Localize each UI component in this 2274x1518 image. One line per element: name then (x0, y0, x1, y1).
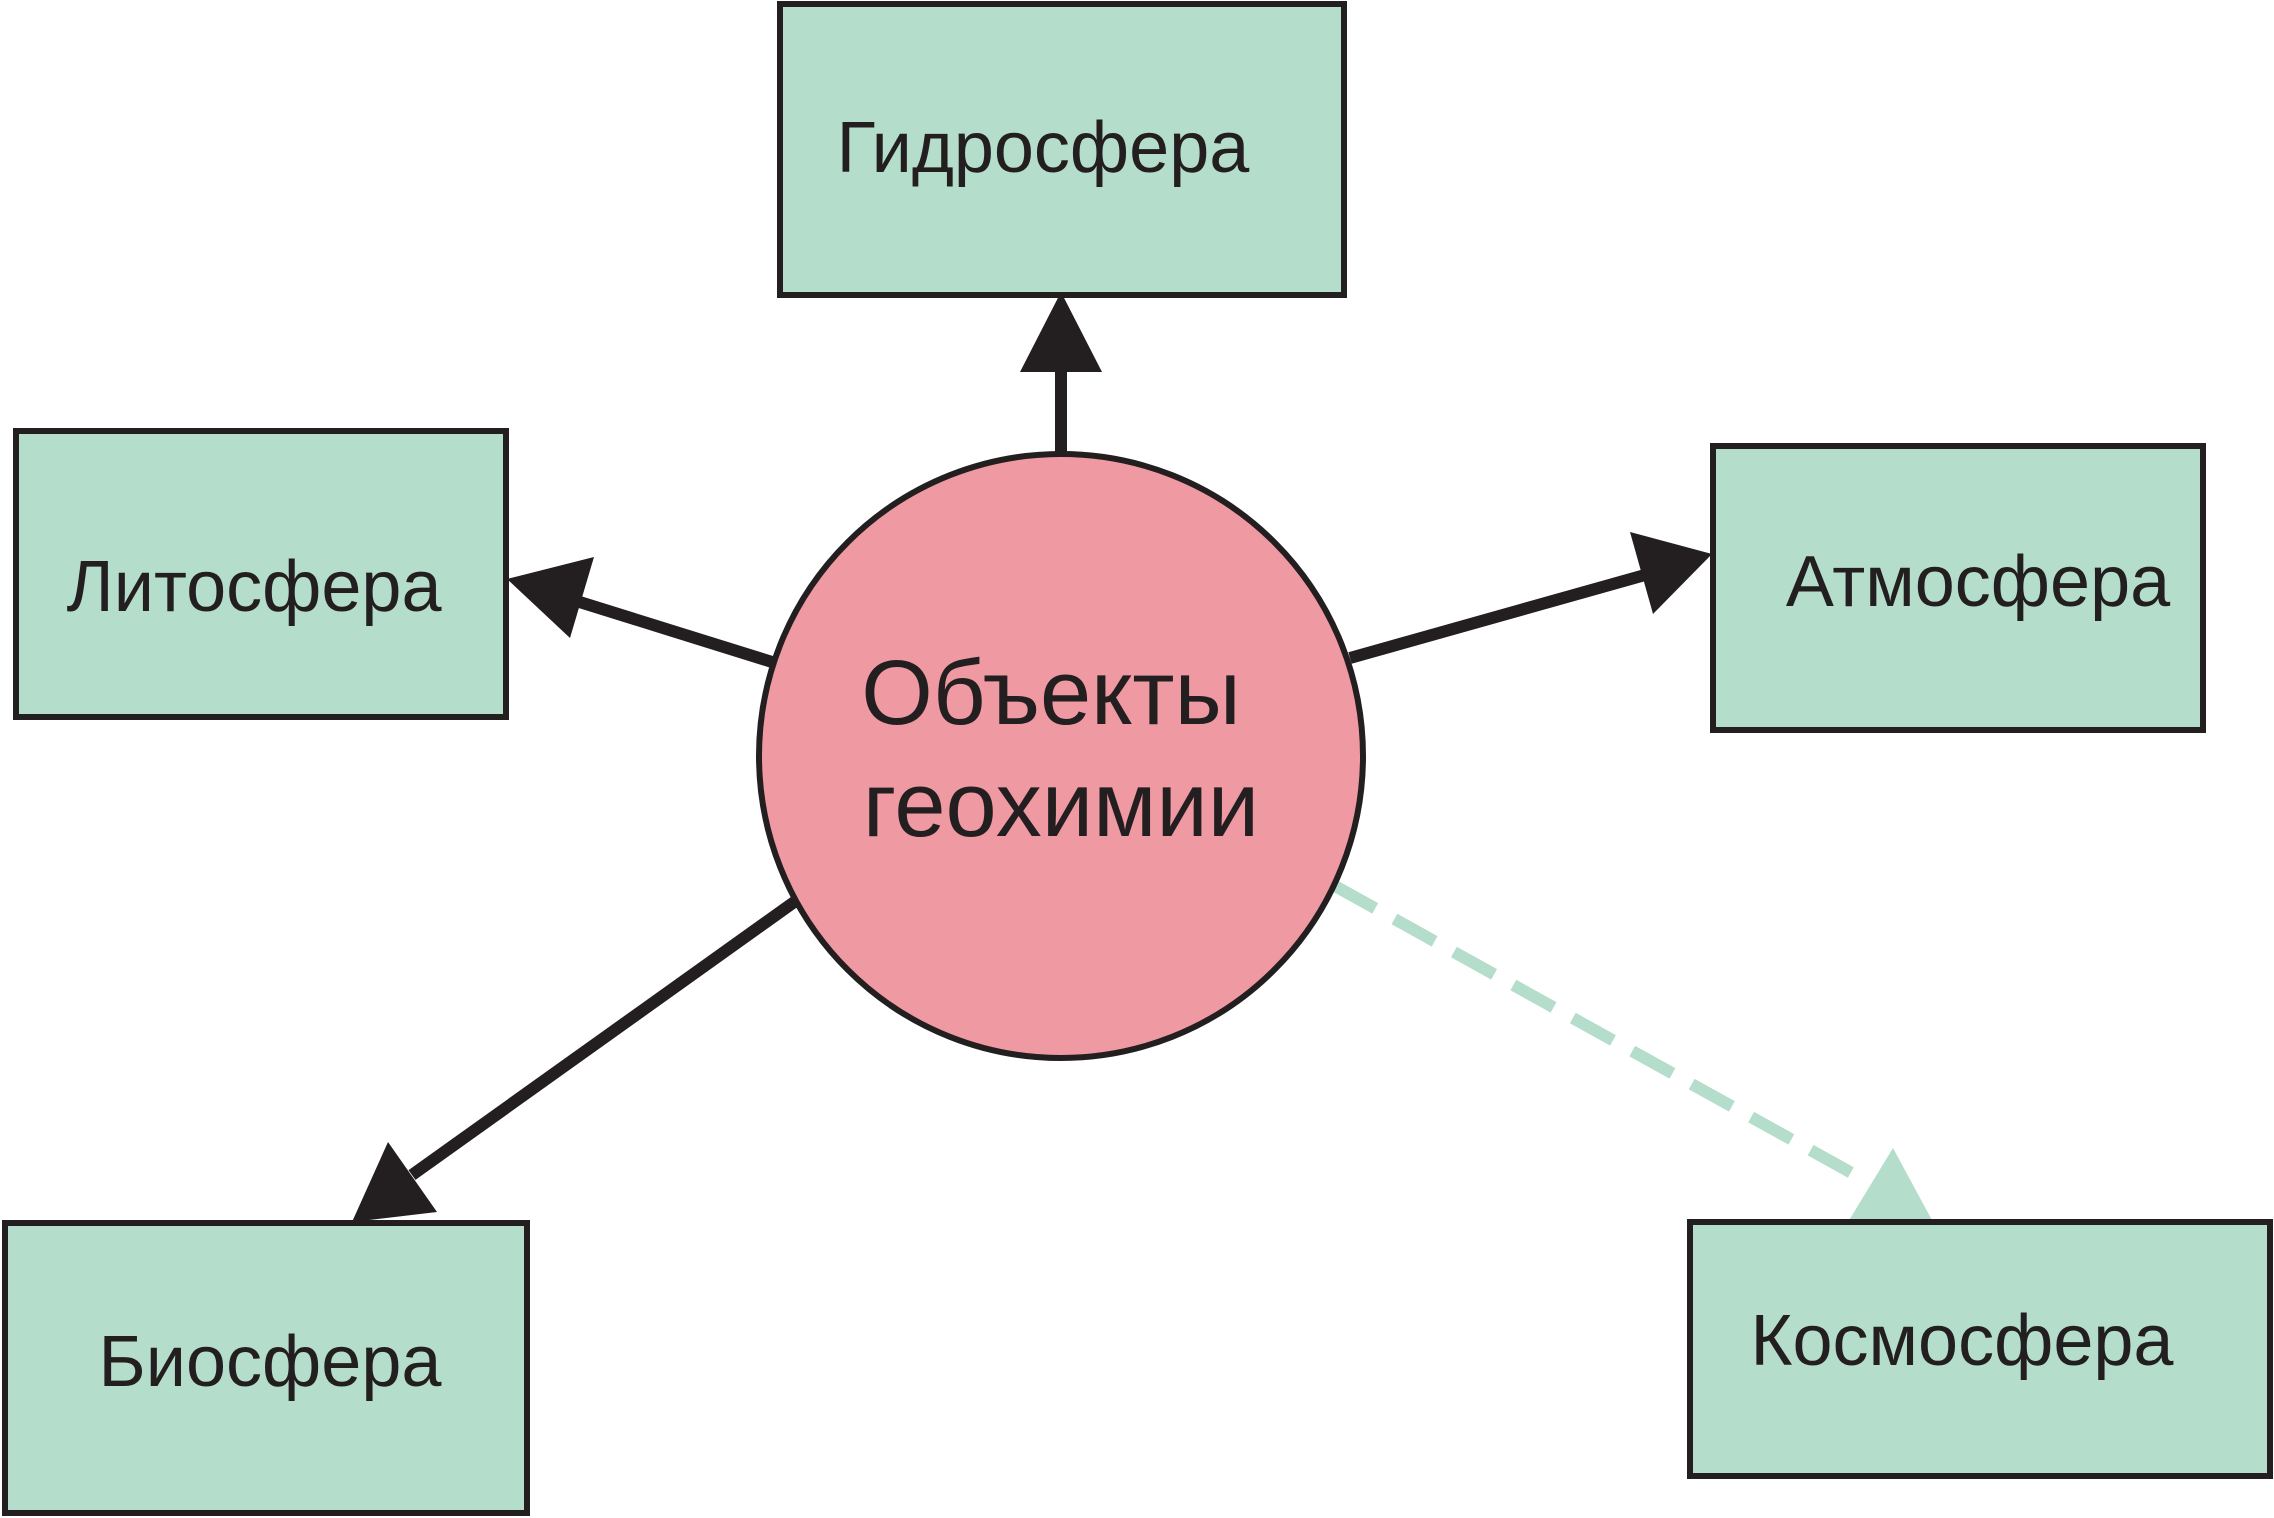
node-lithosphere: Литосфера (13, 428, 509, 720)
node-biosphere: Биосфера (2, 1220, 530, 1516)
node-hydrosphere: Гидросфера (777, 1, 1347, 298)
arrow-to-hydrosphere (1020, 292, 1102, 452)
center-label-line2: геохимии (863, 754, 1259, 856)
arrow-to-biosphere (352, 895, 801, 1222)
node-atmosphere: Атмосфера (1710, 443, 2206, 733)
node-hydrosphere-label: Гидросфера (837, 108, 1251, 188)
node-biosphere-label: Биосфера (99, 1322, 443, 1402)
node-atmosphere-label: Атмосфера (1786, 542, 2171, 622)
node-cosmosphere-label: Космосфера (1751, 1301, 2175, 1381)
arrow-to-atmosphere (1348, 532, 1712, 664)
node-cosmosphere: Космосфера (1687, 1219, 2273, 1479)
node-lithosphere-label: Литосфера (66, 547, 442, 627)
center-label-line1: Объекты (861, 642, 1240, 744)
center-node: Объекты геохимии (756, 451, 1366, 1061)
arrow-to-lithosphere (507, 557, 774, 668)
dashed-arrow-to-cosmosphere (1332, 880, 1933, 1222)
